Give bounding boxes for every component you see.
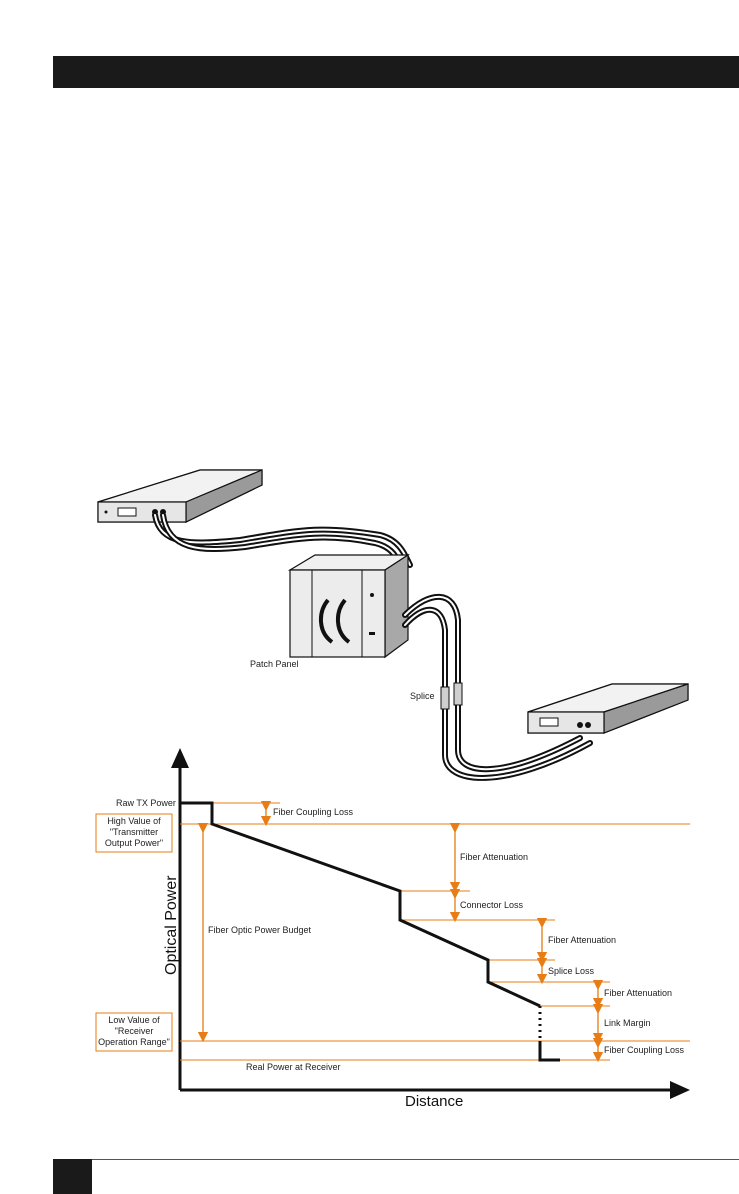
loss-arrows — [197, 800, 604, 1063]
left-fiber-cable — [152, 512, 413, 571]
splice-label: Splice — [410, 691, 435, 701]
splice-loss-label: Splice Loss — [548, 966, 595, 976]
high-value-box — [95, 813, 173, 853]
low-value-box — [95, 1012, 173, 1052]
footer-rule — [92, 1159, 739, 1160]
x-axis-label: Distance — [405, 1093, 463, 1110]
fiber-optic-power-budget-label: Fiber Optic Power Budget — [208, 925, 312, 935]
patch-panel-device — [287, 553, 411, 659]
patch-panel-label: Patch Panel — [250, 659, 299, 669]
y-axis — [171, 748, 189, 1090]
high-value-line-1: High Value of — [107, 816, 161, 826]
low-value-line-2: "Receiver — [115, 1026, 154, 1036]
low-value-line-3: Operation Range" — [98, 1037, 170, 1047]
splice-sleeves — [440, 682, 463, 710]
connector-loss-label: Connector Loss — [460, 900, 524, 910]
high-value-line-3: Output Power" — [105, 838, 163, 848]
right-transceiver-device — [527, 683, 689, 734]
real-power-at-receiver-label: Real Power at Receiver — [246, 1062, 341, 1072]
x-axis — [180, 1081, 690, 1099]
fiber-attenuation-1-label: Fiber Attenuation — [460, 852, 528, 862]
right-fiber-cable — [402, 593, 593, 781]
high-value-line-2: "Transmitter — [110, 827, 158, 837]
header-bar — [53, 56, 739, 88]
power-curve — [180, 801, 560, 1062]
link-margin-label: Link Margin — [604, 1018, 651, 1028]
footer-block — [53, 1159, 92, 1194]
y-axis-label: Optical Power — [163, 875, 180, 975]
fiber-coupling-loss-bottom-label: Fiber Coupling Loss — [604, 1045, 685, 1055]
fiber-attenuation-2-label: Fiber Attenuation — [548, 935, 616, 945]
low-value-line-1: Low Value of — [108, 1015, 160, 1025]
fiber-coupling-loss-top-label: Fiber Coupling Loss — [273, 807, 354, 817]
left-transceiver-device — [97, 469, 263, 523]
fiber-attenuation-3-label: Fiber Attenuation — [604, 988, 672, 998]
raw-tx-power-label: Raw TX Power — [116, 798, 176, 808]
